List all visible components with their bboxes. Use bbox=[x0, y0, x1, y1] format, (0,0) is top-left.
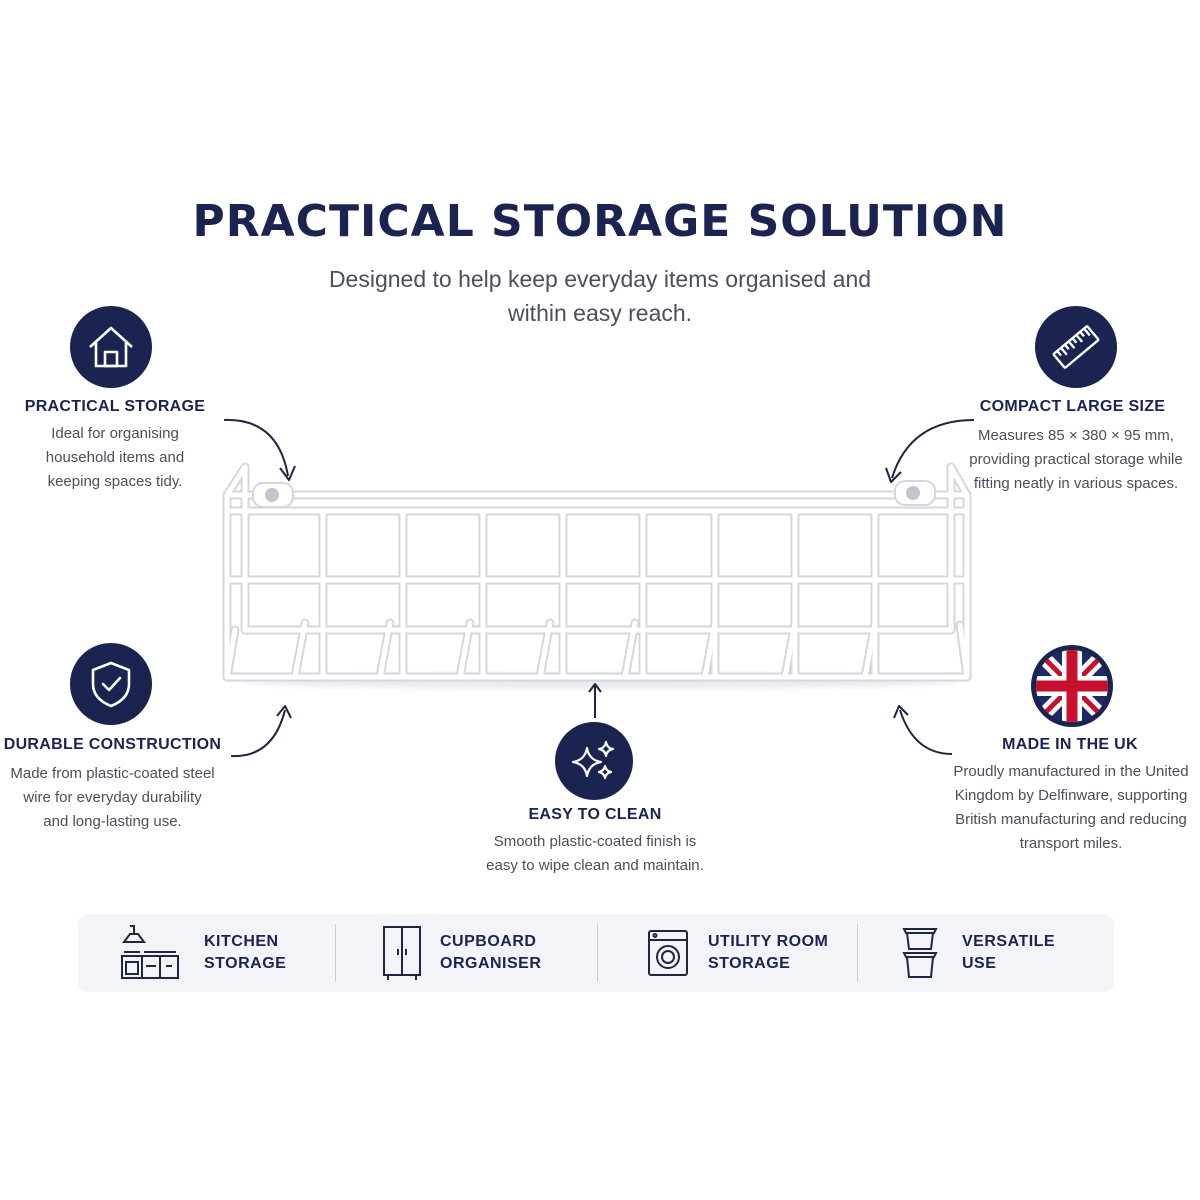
arrow-uk-icon bbox=[893, 705, 953, 755]
practical-storage-desc: Ideal for organising household items and… bbox=[45, 425, 185, 490]
arrow-compact-icon bbox=[885, 419, 975, 483]
made-in-uk-desc: Proudly manufactured in the United Kingd… bbox=[953, 763, 1189, 852]
use-utility: UTILITY ROOM STORAGE bbox=[646, 914, 828, 992]
uk-flag-icon bbox=[1031, 645, 1113, 727]
divider bbox=[857, 924, 858, 982]
page-title: PRACTICAL STORAGE SOLUTION bbox=[192, 196, 1008, 247]
divider bbox=[597, 924, 598, 982]
compact-size-title: COMPACT LARGE SIZE bbox=[979, 398, 1166, 415]
usage-bar: KITCHEN STORAGE CUPBOARD ORGANISER UTILI… bbox=[78, 914, 1114, 992]
wire-basket-image bbox=[222, 462, 972, 689]
practical-storage-title: PRACTICAL STORAGE bbox=[24, 398, 206, 415]
sparkles-icon bbox=[555, 722, 633, 800]
use-kitchen: KITCHEN STORAGE bbox=[120, 914, 286, 992]
containers-icon bbox=[902, 928, 938, 978]
durable-title: DURABLE CONSTRUCTION bbox=[3, 736, 222, 753]
kitchen-icon bbox=[121, 925, 179, 979]
use-versatile-label: VERSATILE USE bbox=[962, 933, 1056, 972]
arrow-practical-icon bbox=[223, 418, 296, 481]
house-icon bbox=[70, 306, 152, 388]
ruler-icon bbox=[1035, 306, 1117, 388]
shield-check-icon bbox=[70, 643, 152, 725]
durable-desc: Made from plastic-coated steel wire for … bbox=[10, 765, 215, 830]
cupboard-icon bbox=[383, 926, 421, 980]
made-in-uk-title: MADE IN THE UK bbox=[1002, 736, 1138, 753]
page-subtitle: Designed to help keep everyday items org… bbox=[328, 266, 872, 326]
easy-clean-title: EASY TO CLEAN bbox=[528, 806, 662, 823]
arrow-clean-icon bbox=[588, 683, 602, 718]
compact-size-desc: Measures 85 × 380 × 95 mm, providing pra… bbox=[969, 427, 1183, 492]
easy-clean-desc: Smooth plastic-coated finish is easy to … bbox=[486, 833, 704, 874]
use-kitchen-label: KITCHEN STORAGE bbox=[204, 933, 287, 972]
divider bbox=[335, 924, 336, 982]
use-utility-label: UTILITY ROOM STORAGE bbox=[708, 933, 829, 972]
washing-machine-icon bbox=[648, 930, 688, 976]
use-cupboard-label: CUPBOARD ORGANISER bbox=[440, 933, 542, 972]
use-versatile: VERSATILE USE bbox=[900, 914, 1055, 992]
arrow-durable-icon bbox=[230, 705, 292, 758]
use-cupboard: CUPBOARD ORGANISER bbox=[380, 914, 541, 992]
